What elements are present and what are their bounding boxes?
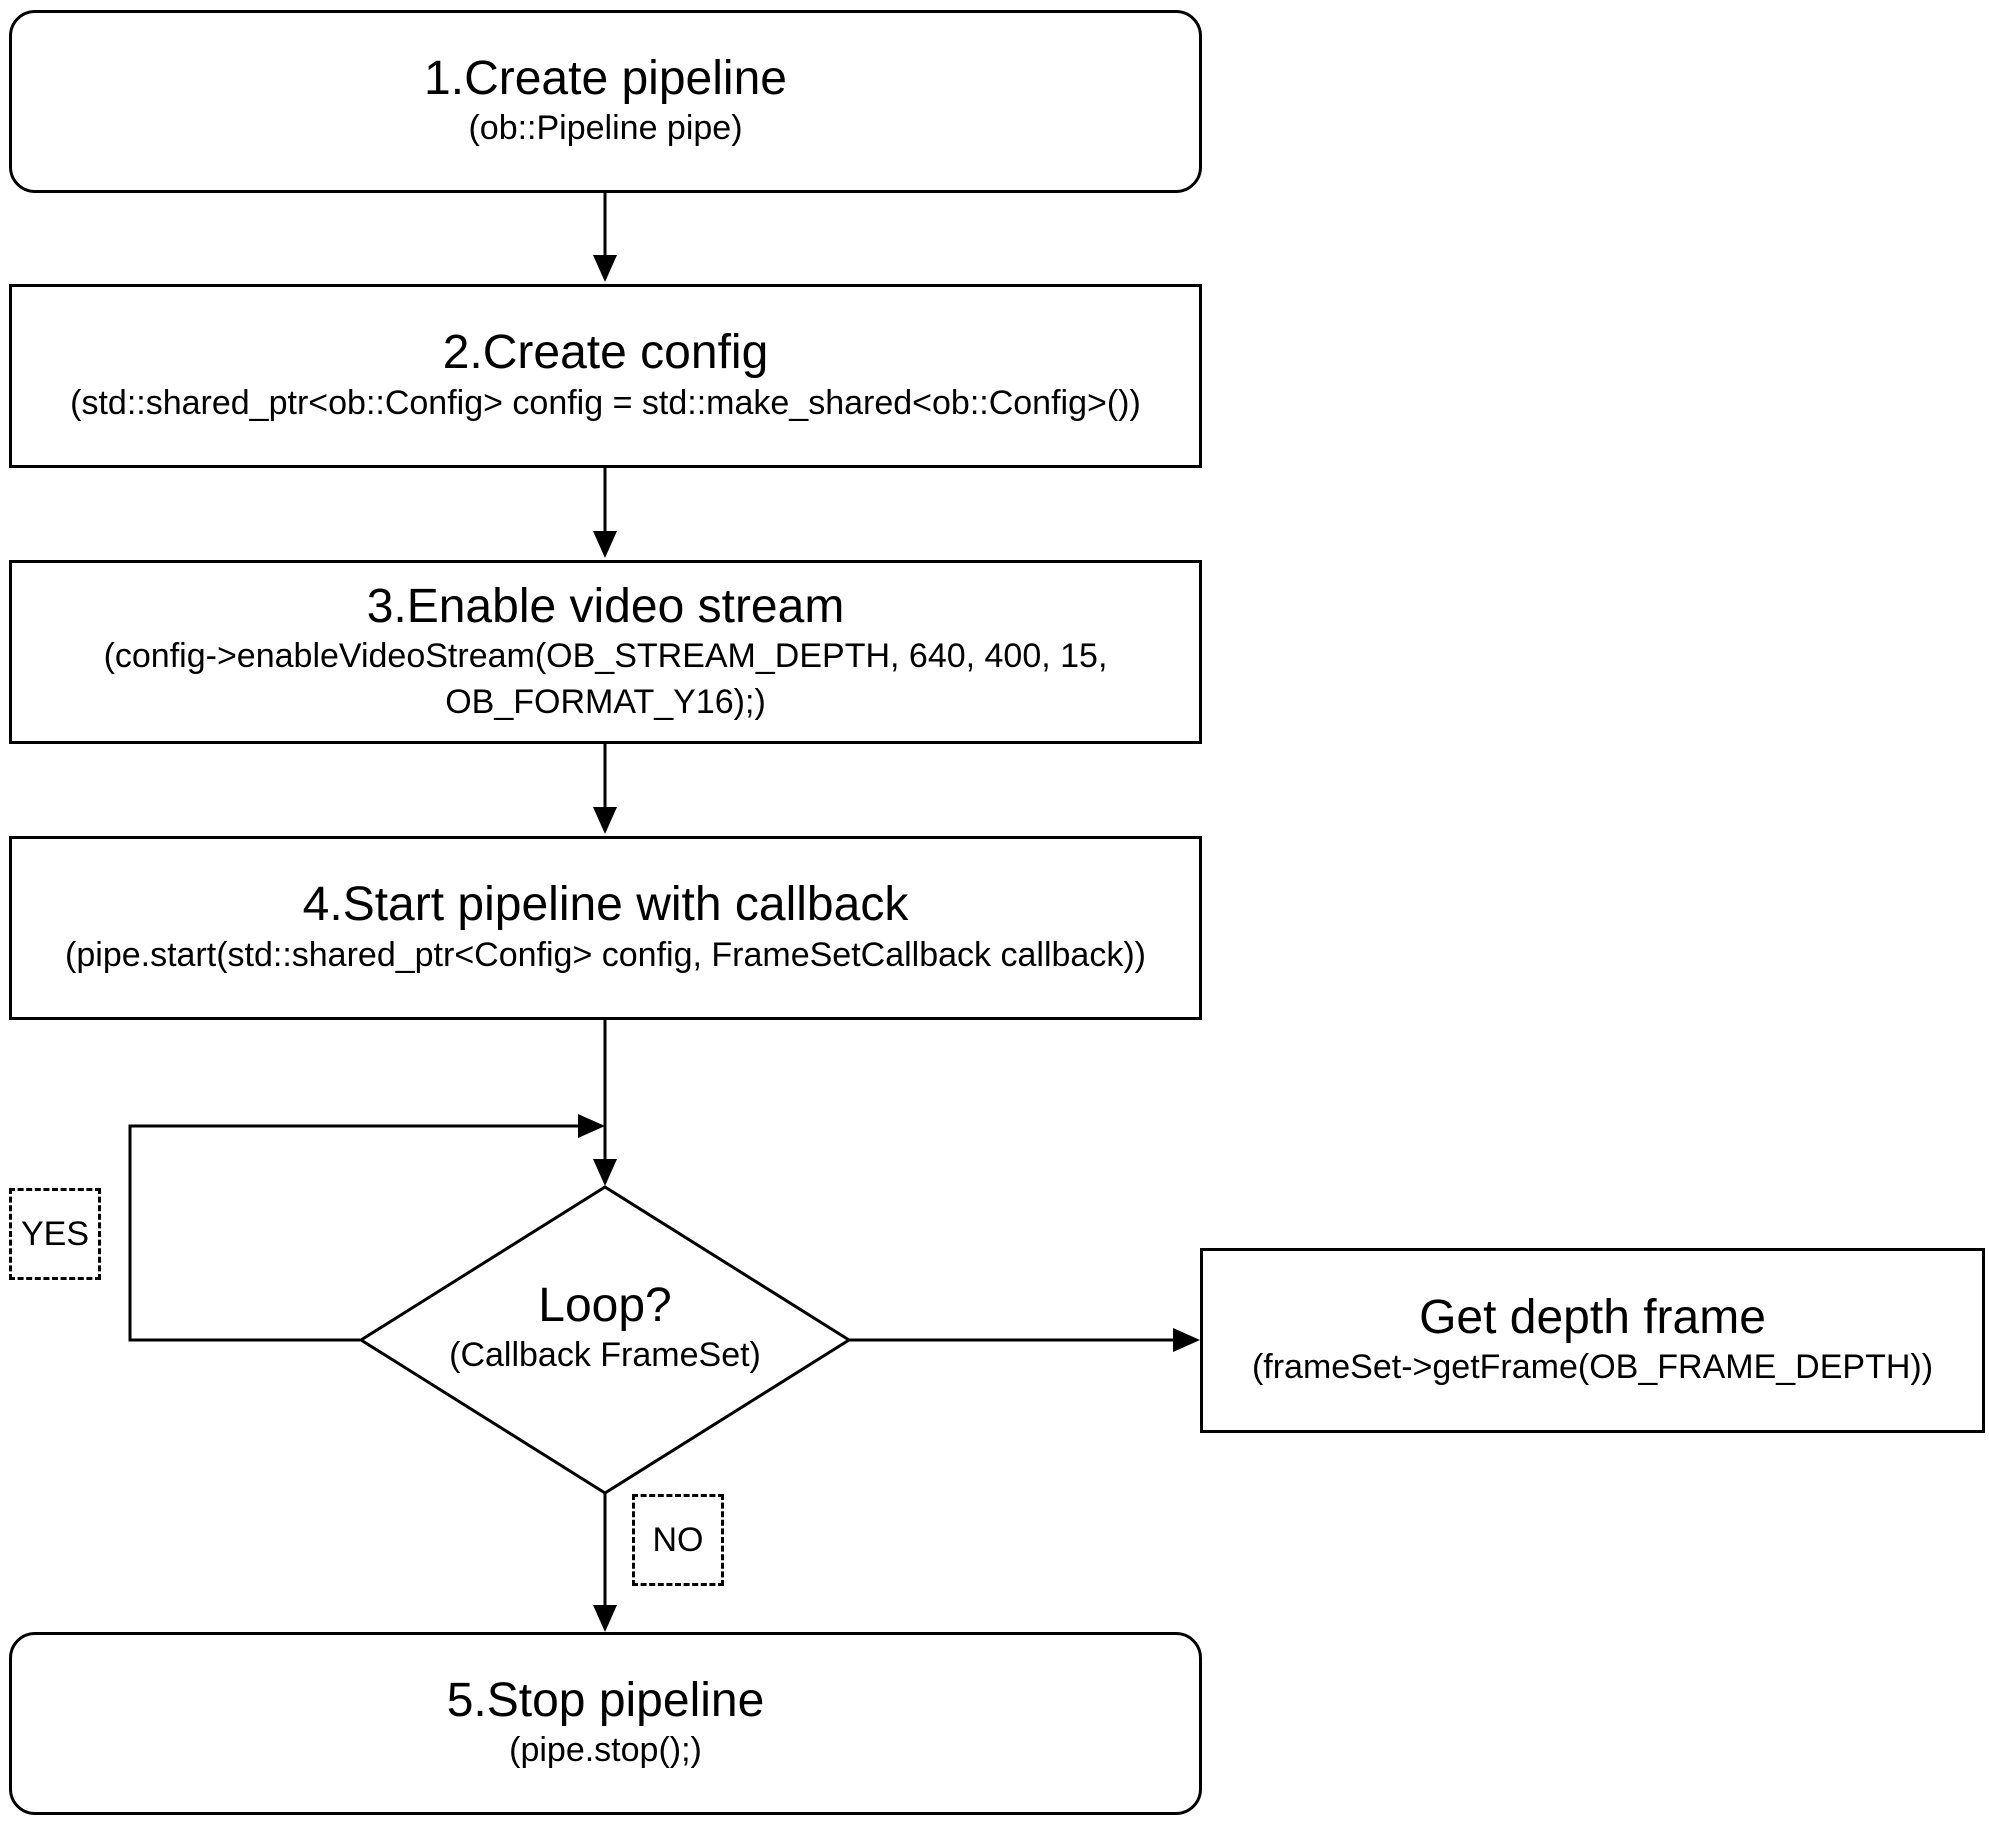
step-title: 5.Stop pipeline — [446, 1673, 765, 1727]
arrowhead — [593, 255, 617, 282]
yes-label: YES — [9, 1188, 101, 1280]
arrowhead — [593, 807, 617, 834]
step-code: (frameSet->getFrame(OB_FRAME_DEPTH)) — [1251, 1348, 1934, 1387]
arrowhead — [593, 1605, 617, 1632]
step-create-pipeline: 1.Create pipeline (ob::Pipeline pipe) — [9, 10, 1202, 193]
loop-decision-diamond — [358, 1185, 852, 1495]
step-code: (std::shared_ptr<ob::Config> config = st… — [70, 383, 1141, 422]
step-title: 2.Create config — [442, 326, 769, 380]
step-code: (config->enableVideoStream(OB_STREAM_DEP… — [103, 636, 1108, 721]
step-start-pipeline: 4.Start pipeline with callback (pipe.sta… — [9, 836, 1202, 1020]
no-label: NO — [632, 1494, 724, 1586]
arrowhead — [593, 1159, 617, 1186]
step-get-depth-frame: Get depth frame (frameSet->getFrame(OB_F… — [1200, 1248, 1985, 1433]
step-enable-video-stream: 3.Enable video stream (config->enableVid… — [9, 560, 1202, 744]
step-code: (ob::Pipeline pipe) — [468, 109, 743, 148]
step-create-config: 2.Create config (std::shared_ptr<ob::Con… — [9, 284, 1202, 468]
step-code: (pipe.start(std::shared_ptr<Config> conf… — [65, 935, 1146, 974]
step-code: (pipe.stop();) — [509, 1731, 702, 1770]
decision-code: (Callback FrameSet) — [449, 1336, 761, 1375]
yes-loop-connector — [128, 1124, 590, 1342]
loop-decision: Loop? (Callback FrameSet) — [361, 1278, 849, 1379]
arrowhead — [1173, 1328, 1200, 1352]
step-title: 3.Enable video stream — [366, 579, 845, 633]
step-stop-pipeline: 5.Stop pipeline (pipe.stop();) — [9, 1632, 1202, 1815]
arrowhead — [578, 1114, 605, 1138]
step-title: 4.Start pipeline with callback — [302, 878, 909, 932]
step-title: Get depth frame — [1419, 1290, 1766, 1344]
decision-title: Loop? — [538, 1279, 672, 1332]
arrowhead — [593, 531, 617, 558]
step-title: 1.Create pipeline — [424, 51, 787, 105]
